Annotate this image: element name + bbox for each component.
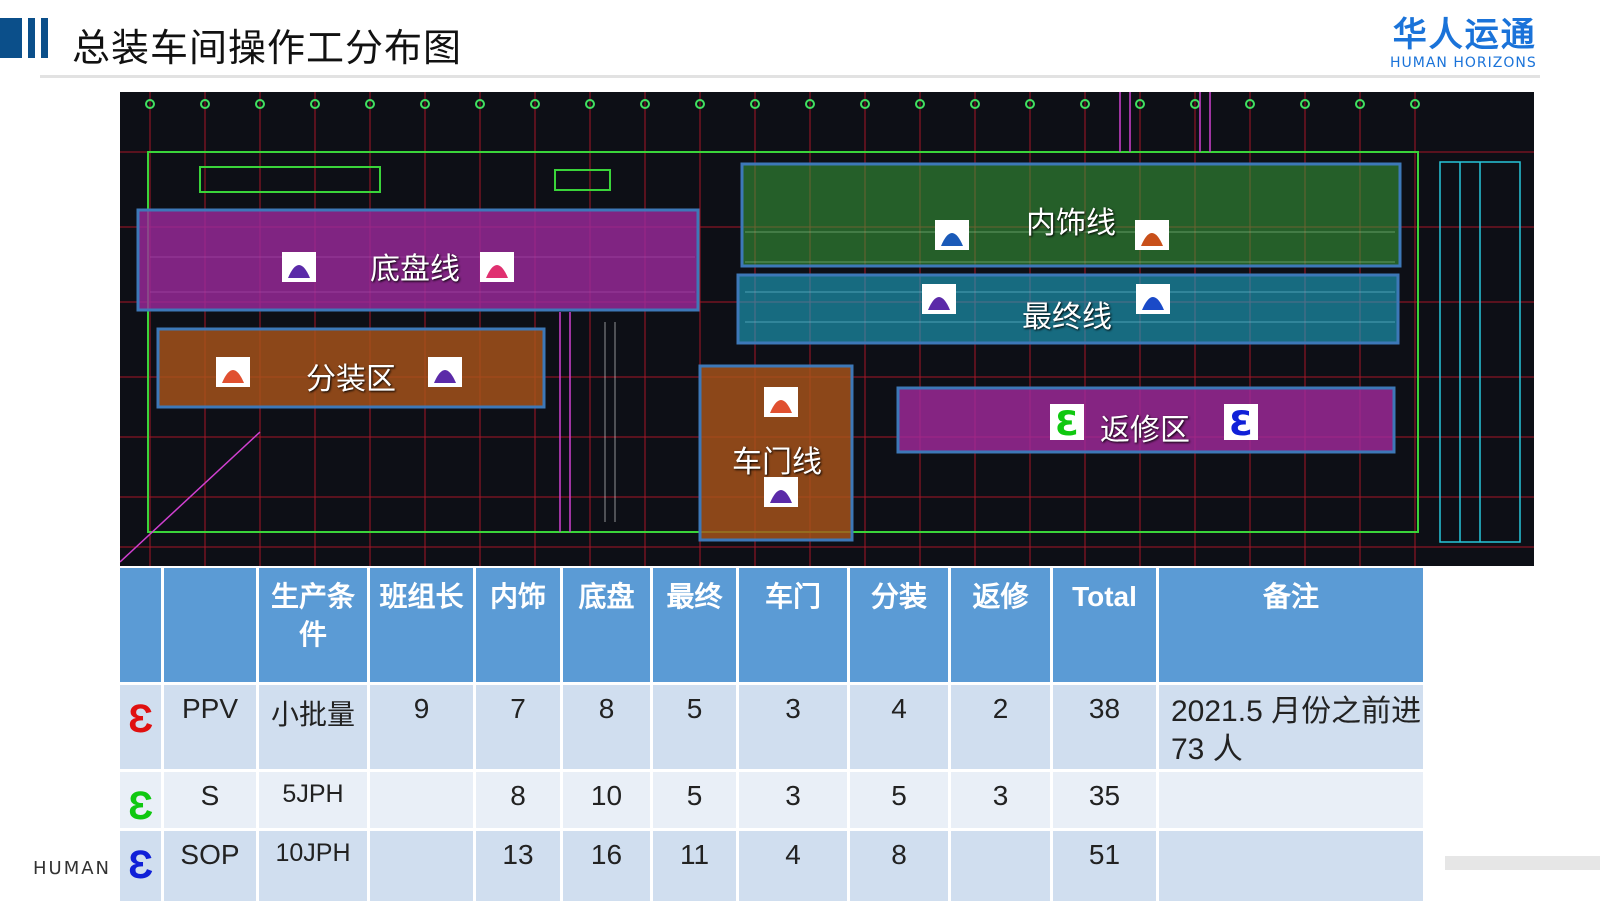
table-row: Ɛ S 5JPH 8 10 5 3 5 3 35 (120, 770, 1426, 831)
condition-cell: 10JPH (257, 829, 370, 904)
table-header-row: 生产条件 班组长 内饰 底盘 最终 车门 分装 返修 Total 备注 (120, 568, 1426, 685)
chassis-cell: 8 (561, 683, 653, 772)
table-header: 车门 (737, 568, 850, 685)
repair-cell (949, 829, 1053, 904)
zone-label-trim: 内饰线 (1026, 206, 1116, 241)
table-header: 返修 (949, 568, 1053, 685)
final-cell: 11 (651, 829, 739, 904)
leader-cell (368, 770, 476, 831)
note-cell (1157, 829, 1426, 904)
total-cell: 51 (1051, 829, 1159, 904)
door-cell: 3 (737, 770, 850, 831)
repair-cell: 2 (949, 683, 1053, 772)
condition-cell: 5JPH (257, 770, 370, 831)
trim-cell: 13 (474, 829, 563, 904)
final-cell: 5 (651, 770, 739, 831)
condition-cell: 小批量 (257, 683, 370, 772)
table-header (120, 568, 164, 685)
sub-cell: 5 (848, 770, 951, 831)
repair-cell: 3 (949, 770, 1053, 831)
brand-logo: 华人运通 HUMAN HORIZONS (1390, 15, 1537, 71)
svg-text:Ɛ: Ɛ (1055, 404, 1079, 444)
note-cell (1157, 770, 1426, 831)
footer-decoration (1445, 856, 1600, 870)
trim-cell: 7 (474, 683, 563, 772)
door-cell: 3 (737, 683, 850, 772)
stage-cell: S (162, 770, 259, 831)
stage-cell: SOP (162, 829, 259, 904)
chassis-cell: 10 (561, 770, 653, 831)
chassis-cell: 16 (561, 829, 653, 904)
stage-icon-sop: Ɛ (120, 829, 164, 904)
zone-label-subassembly: 分装区 (306, 362, 396, 397)
table-row: Ɛ PPV 小批量 9 7 8 5 3 4 2 38 2021.5 月份之前进 … (120, 683, 1426, 772)
sub-cell: 4 (848, 683, 951, 772)
door-cell: 4 (737, 829, 850, 904)
table-header: 生产条件 (257, 568, 370, 685)
zone-label-chassis: 底盘线 (370, 252, 460, 287)
zone-label-final: 最终线 (1022, 300, 1112, 335)
stage-icon-ppv: Ɛ (120, 683, 164, 772)
trim-cell: 8 (474, 770, 563, 831)
operator-distribution-table: 生产条件 班组长 内饰 底盘 最终 车门 分装 返修 Total 备注 Ɛ PP… (120, 568, 1426, 904)
note-cell: 2021.5 月份之前进 73 人 (1157, 683, 1426, 772)
sub-cell: 8 (848, 829, 951, 904)
svg-text:Ɛ: Ɛ (1229, 404, 1253, 444)
table-header: 分装 (848, 568, 951, 685)
total-cell: 35 (1051, 770, 1159, 831)
header-divider (40, 75, 1540, 78)
header-decoration (0, 18, 48, 58)
table-header: 底盘 (561, 568, 653, 685)
total-cell: 38 (1051, 683, 1159, 772)
table-header: 最终 (651, 568, 739, 685)
table-header: 备注 (1157, 568, 1426, 685)
zone-label-repair: 返修区 (1100, 413, 1190, 448)
table-row: Ɛ SOP 10JPH 13 16 11 4 8 51 (120, 829, 1426, 904)
logo-cn: 华人运通 (1392, 15, 1537, 55)
final-cell: 5 (651, 683, 739, 772)
footer-logo: HUMAN (33, 858, 112, 879)
table-header: 内饰 (474, 568, 563, 685)
stage-cell: PPV (162, 683, 259, 772)
leader-cell (368, 829, 476, 904)
stage-icon-s: Ɛ (120, 770, 164, 831)
leader-cell: 9 (368, 683, 476, 772)
workshop-floor-plan: Ɛ Ɛ 底盘线 内饰线 最终线 分装区 车门线 返修区 (120, 92, 1534, 566)
zone-label-door: 车门线 (732, 445, 822, 480)
table-header (162, 568, 259, 685)
page-title: 总装车间操作工分布图 (72, 26, 463, 70)
logo-en: HUMAN HORIZONS (1390, 55, 1537, 71)
table-header: 班组长 (368, 568, 476, 685)
table-header: Total (1051, 568, 1159, 685)
